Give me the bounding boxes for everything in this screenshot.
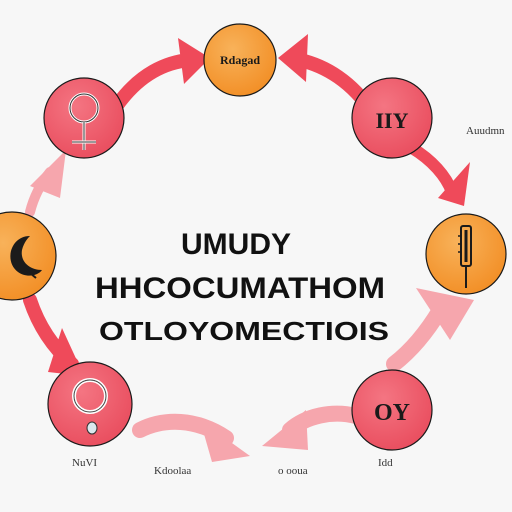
node-top-right: IIY [351,77,433,159]
node-top-right-label: IIY [375,108,408,133]
node-top-left [43,77,125,159]
arrow-bottom-left [132,413,250,462]
arrow-right-down [406,142,470,206]
node-top: Rdagad [203,23,277,97]
node-bottom-left [47,361,133,447]
center-line-2: HHCOCUMATHOM [95,272,385,305]
center-line-1: UMUDY [181,228,291,261]
node-bottom-right: OY [351,369,433,451]
node-top-label: Rdagad [220,53,260,67]
arrow-right-up [386,288,474,372]
caption-right: Auudmn [466,125,505,137]
center-line-3: OTLOYOMECTIOIS [99,316,389,346]
arrow-left-down [23,293,84,376]
arrow-bottom-right [262,405,364,450]
arrow-top-left [111,38,210,111]
arrow-left-up [25,150,66,217]
node-left [0,211,57,301]
caption-bottom-right: Idd [378,457,393,469]
caption-bottom-center-left: Kdoolaa [154,465,191,477]
node-bottom-right-label: OY [374,400,410,426]
thermometer-icon [458,225,472,288]
female-symbol-icon [68,92,100,150]
ovum-icon [72,378,108,435]
caption-bottom-center-right: o ooua [278,465,308,477]
node-right [425,213,507,295]
caption-bottom-left: NuVI [72,457,97,469]
moon-icon [10,236,42,279]
